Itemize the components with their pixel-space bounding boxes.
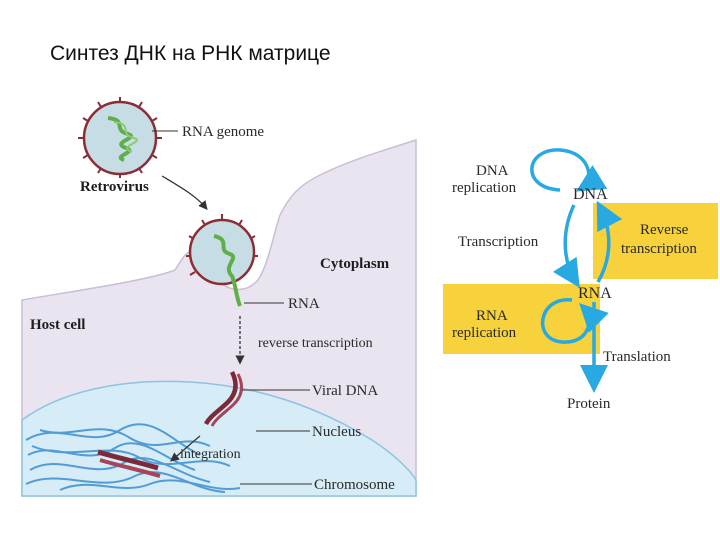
label-rna-replication-line1: RNA [476,308,508,324]
rna-replication-highlight [443,284,600,354]
entry-arrow [161,175,208,210]
label-rna-genome: RNA genome [182,124,264,140]
label-viral-dna: Viral DNA [312,383,378,399]
entering-virus [186,214,258,307]
retrovirus-panel: RNA genome Retrovirus Cytoplasm RNA Host… [21,92,417,497]
label-rna: RNA [288,296,320,312]
chromosome-fibers [25,423,241,493]
dna-replication-arrow [530,148,608,192]
rna-genome-strand [107,116,133,162]
retrovirus-particle [78,97,162,178]
label-transcription: Transcription [458,234,539,250]
label-reverse-transcription: reverse transcription [258,336,373,351]
label-reverse-transcription-line1: Reverse [640,222,689,238]
reverse-transcription-arrow-right [596,200,623,283]
label-rna-right: RNA [578,285,612,302]
label-chromosome: Chromosome [314,477,395,493]
slide-title: Синтез ДНК на РНК матрице [50,42,331,65]
label-dna-replication-line2: replication [452,180,517,196]
rna-replication-arrow [540,298,609,344]
label-reverse-transcription-line2: transcription [621,241,697,257]
label-protein: Protein [567,396,611,412]
integrated-viral-dna [97,449,159,471]
label-cytoplasm: Cytoplasm [320,256,390,272]
transcription-arrow [552,204,580,288]
central-dogma-panel: DNA replication DNA Transcription Revers… [443,148,718,412]
label-host-cell: Host cell [30,317,85,333]
label-nucleus: Nucleus [312,424,361,440]
integration-arrow [169,435,201,462]
label-retrovirus: Retrovirus [80,179,149,195]
label-translation: Translation [603,349,671,365]
label-dna-replication-line1: DNA [476,163,509,179]
label-dna: DNA [573,186,608,203]
label-rna-replication-line2: replication [452,325,517,341]
label-integration: integration [180,447,241,462]
viral-dna-strand [203,370,238,426]
